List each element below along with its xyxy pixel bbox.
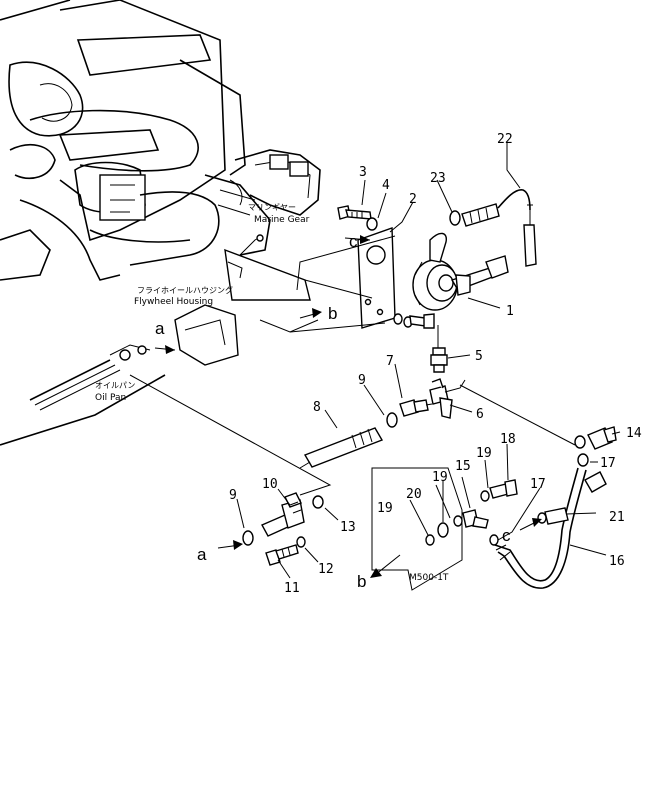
callout-12: 12 xyxy=(318,562,334,577)
drain-pump-1 xyxy=(412,232,509,311)
valve-6 xyxy=(429,378,466,419)
callout-18: 18 xyxy=(500,432,516,447)
callout-4: 4 xyxy=(382,178,390,193)
elbow-7 xyxy=(399,399,433,417)
callout-2: 2 xyxy=(409,192,417,207)
callout-23: 23 xyxy=(430,171,446,186)
marine-gear-label-en: Marine Gear xyxy=(254,215,310,225)
clamp-23 xyxy=(449,203,500,227)
washer-13 xyxy=(312,495,324,509)
oil-pan-label-en: Oil Pan xyxy=(95,393,126,403)
pump-bracket-2 xyxy=(357,227,396,329)
washer-12 xyxy=(296,536,306,548)
fitting-5 xyxy=(430,325,448,373)
callout-21: 21 xyxy=(609,510,625,525)
washer-4 xyxy=(366,217,378,231)
flywheel-housing-label-jp: フライホイールハウジング xyxy=(137,285,233,295)
ref-b-upper: b xyxy=(328,304,337,323)
callout-14: 14 xyxy=(626,426,642,441)
callout-5: 5 xyxy=(475,349,483,364)
fitting-14 xyxy=(574,426,617,450)
callout-22: 22 xyxy=(497,132,513,147)
callout-3: 3 xyxy=(359,165,367,180)
callout-1: 1 xyxy=(506,304,514,319)
pipe-16 xyxy=(494,467,587,589)
fitting-17 xyxy=(577,453,607,493)
engine-block xyxy=(0,0,321,281)
callout-17-mid: 17 xyxy=(530,477,546,492)
marine-gear-label-jp: マリンギヤー xyxy=(248,203,296,212)
callout-11: 11 xyxy=(284,581,300,596)
ref-a-upper: a xyxy=(155,319,165,338)
cable-22 xyxy=(497,189,537,267)
callout-6: 6 xyxy=(476,407,484,422)
callout-16: 16 xyxy=(609,554,625,569)
leader-lines xyxy=(129,143,621,579)
callout-19-c: 19 xyxy=(377,501,393,516)
bolt-11 xyxy=(265,544,299,566)
callout-13: 13 xyxy=(340,520,356,535)
callout-17-right: 17 xyxy=(600,456,616,471)
fitting-group-left xyxy=(425,479,518,546)
callout-20: 20 xyxy=(406,487,422,502)
callout-10: 10 xyxy=(262,477,278,492)
ref-b-lower: b xyxy=(357,572,366,591)
callout-19-b: 19 xyxy=(432,470,448,485)
callout-15: 15 xyxy=(455,459,471,474)
reference-arrows xyxy=(154,235,542,578)
flywheel-housing-label-en: Flywheel Housing xyxy=(134,297,213,307)
mounting-bracket xyxy=(174,234,311,366)
bracket-lower-bolt xyxy=(393,313,435,329)
m500-group-outline xyxy=(371,467,463,591)
ref-c-lower: c xyxy=(502,526,511,545)
oil-pan-label-jp: オイルパン xyxy=(95,381,135,390)
ref-a-lower: a xyxy=(197,545,207,564)
callout-9-lower: 9 xyxy=(229,488,237,503)
bolt-3 xyxy=(337,205,372,220)
hose-8 xyxy=(299,427,384,469)
model-label: M500-1T xyxy=(409,573,449,583)
elbow-10 xyxy=(261,492,305,537)
callout-19-a: 19 xyxy=(476,446,492,461)
hose-clamp-9-upper xyxy=(386,412,398,428)
ref-c-upper: c xyxy=(349,232,358,251)
callout-7: 7 xyxy=(386,354,394,369)
callout-8: 8 xyxy=(313,400,321,415)
oil-pan xyxy=(0,344,166,446)
hose-clamp-9-lower xyxy=(242,530,254,546)
callout-9-upper: 9 xyxy=(358,373,366,388)
